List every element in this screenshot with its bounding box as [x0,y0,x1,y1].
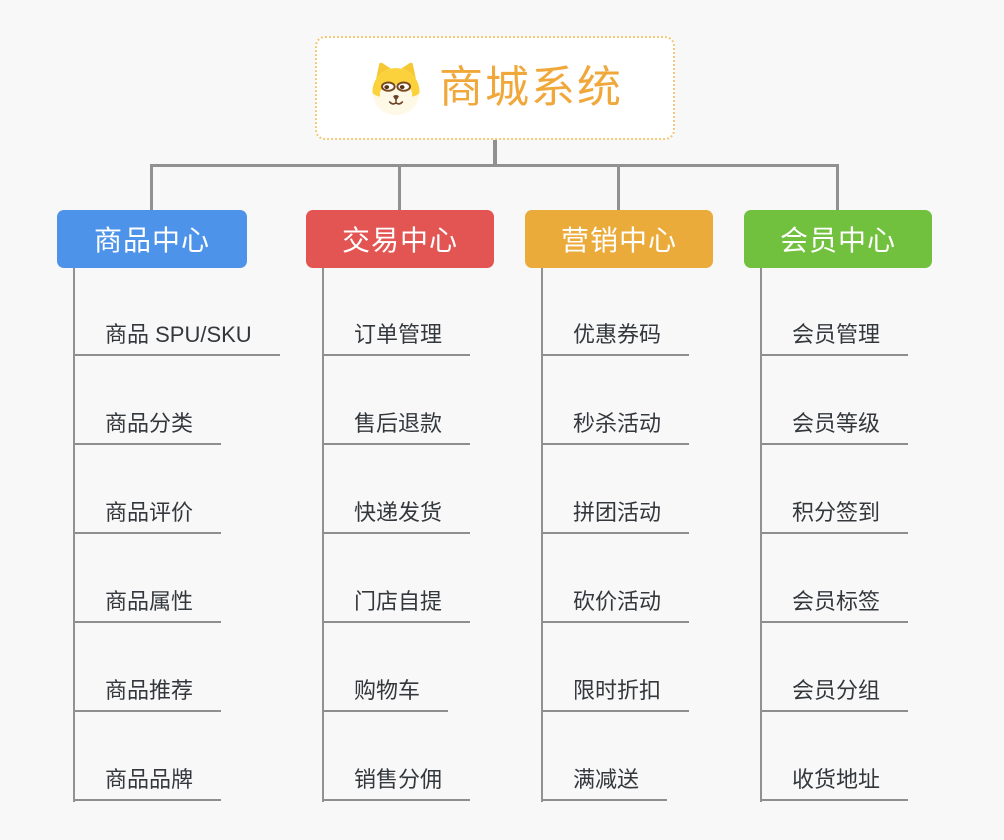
leaf-item[interactable]: 满减送 [541,712,668,801]
leaf-item[interactable]: 快递发货 [322,445,471,534]
leaf-column-member-center: 会员管理 会员等级 积分签到 会员标签 会员分组 收货地址 [760,267,909,802]
leaf-item[interactable]: 积分签到 [760,445,909,534]
branch-node-marketing-center[interactable]: 营销中心 [525,210,713,268]
leaf-item[interactable]: 收货地址 [760,712,909,801]
leaf-item[interactable]: 售后退款 [322,356,471,445]
leaf-column-trade-center: 订单管理 售后退款 快递发货 门店自提 购物车 销售分佣 [322,267,471,802]
leaf-item[interactable]: 砍价活动 [541,534,690,623]
connector-root-stub [493,140,497,165]
leaf-item[interactable]: 商品推荐 [73,623,222,712]
leaf-item[interactable]: 商品属性 [73,534,222,623]
connector-rail [150,164,839,167]
shiba-dog-icon [372,62,420,116]
root-node[interactable]: 商城系统 [315,36,675,140]
leaf-item[interactable]: 销售分佣 [322,712,471,801]
connector-stub-member-center [836,164,839,211]
leaf-item[interactable]: 拼团活动 [541,445,690,534]
connector-column-line [322,268,324,802]
leaf-item[interactable]: 订单管理 [322,267,471,356]
leaf-item[interactable]: 会员标签 [760,534,909,623]
leaf-item[interactable]: 门店自提 [322,534,471,623]
leaf-item[interactable]: 会员等级 [760,356,909,445]
leaf-item[interactable]: 限时折扣 [541,623,690,712]
branch-node-member-center[interactable]: 会员中心 [744,210,932,268]
root-title: 商城系统 [439,63,623,112]
connector-column-line [541,268,543,802]
leaf-item[interactable]: 商品分类 [73,356,222,445]
connector-column-line [760,268,762,802]
leaf-item[interactable]: 购物车 [322,623,449,712]
leaf-item[interactable]: 商品 SPU/SKU [73,267,280,356]
leaf-item[interactable]: 优惠券码 [541,267,690,356]
branch-node-trade-center[interactable]: 交易中心 [306,210,494,268]
leaf-item[interactable]: 商品品牌 [73,712,222,801]
leaf-item[interactable]: 商品评价 [73,445,222,534]
branch-node-product-center[interactable]: 商品中心 [57,210,247,268]
leaf-item[interactable]: 会员管理 [760,267,909,356]
connector-stub-trade-center [398,164,401,211]
connector-stub-product-center [150,164,153,211]
leaf-column-marketing-center: 优惠券码 秒杀活动 拼团活动 砍价活动 限时折扣 满减送 [541,267,690,802]
connector-column-line [73,268,75,802]
leaf-column-product-center: 商品 SPU/SKU 商品分类 商品评价 商品属性 商品推荐 商品品牌 [73,267,280,802]
connector-stub-marketing-center [617,164,620,211]
leaf-item[interactable]: 秒杀活动 [541,356,690,445]
leaf-item[interactable]: 会员分组 [760,623,909,712]
